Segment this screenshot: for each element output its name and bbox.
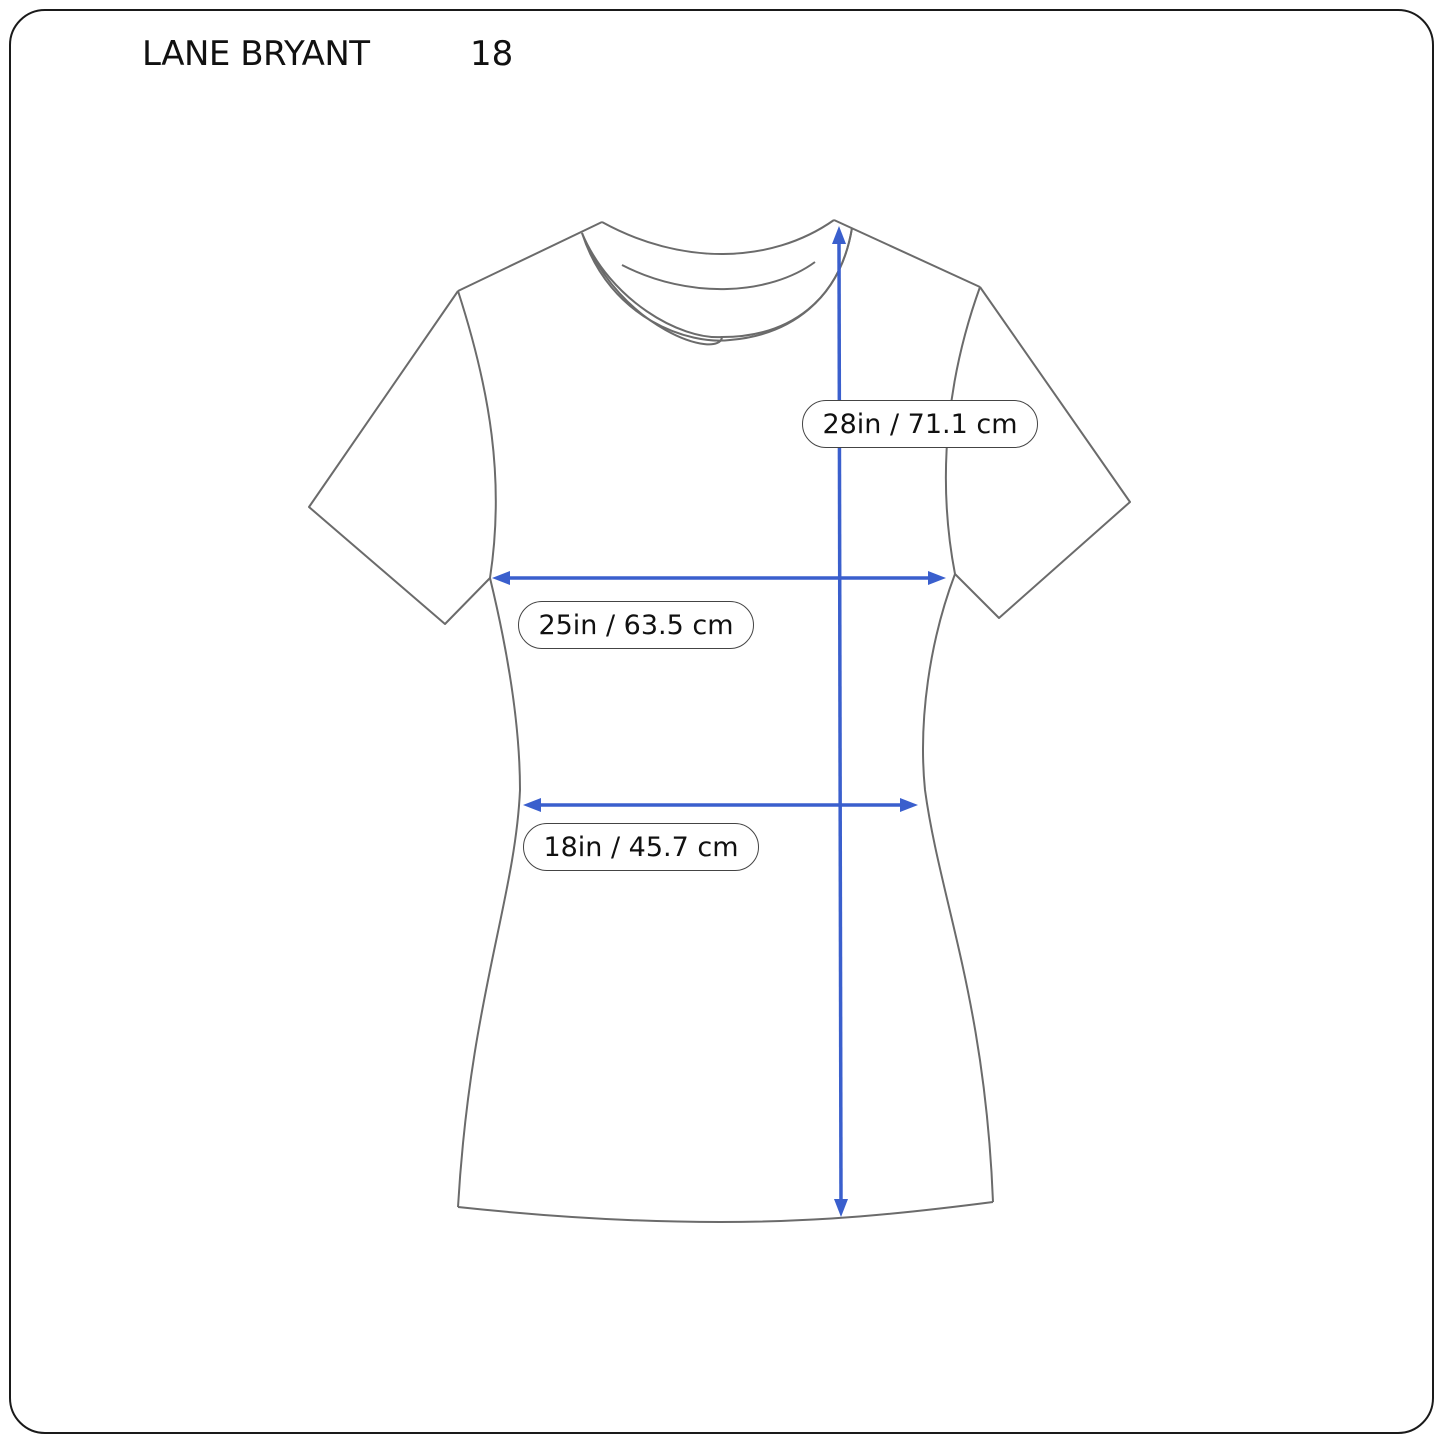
left-shoulder-line [457,221,603,292]
chest-measurement-label: 25in / 63.5 cm [518,601,754,649]
waist-arrow-head-left [523,798,541,812]
length-arrow-head-top [832,226,846,244]
waist-arrow-head-right [900,798,918,812]
length-arrow-line [837,239,843,1206]
chest-arrow-head-right [928,571,946,585]
length-arrow-head-bottom [834,1199,848,1217]
collar-middle [621,261,816,291]
right-shoulder-line [833,219,981,288]
right-body-side [922,573,994,1203]
length-measurement-label: 28in / 71.1 cm [802,400,1038,448]
waist-measurement-label: 18in / 45.7 cm [523,823,759,871]
hem [457,1201,994,1223]
collar-top [601,219,835,255]
right-sleeve [954,286,1131,619]
collar-inner [581,227,853,342]
collar-outer [581,227,853,346]
left-sleeve [308,290,491,625]
brand-label: LANE BRYANT [142,34,370,74]
chest-arrow-head-left [492,571,510,585]
left-armhole [457,290,497,579]
size-label: 18 [470,34,514,74]
diagram-frame [9,9,1434,1434]
left-body-side [457,577,521,1208]
